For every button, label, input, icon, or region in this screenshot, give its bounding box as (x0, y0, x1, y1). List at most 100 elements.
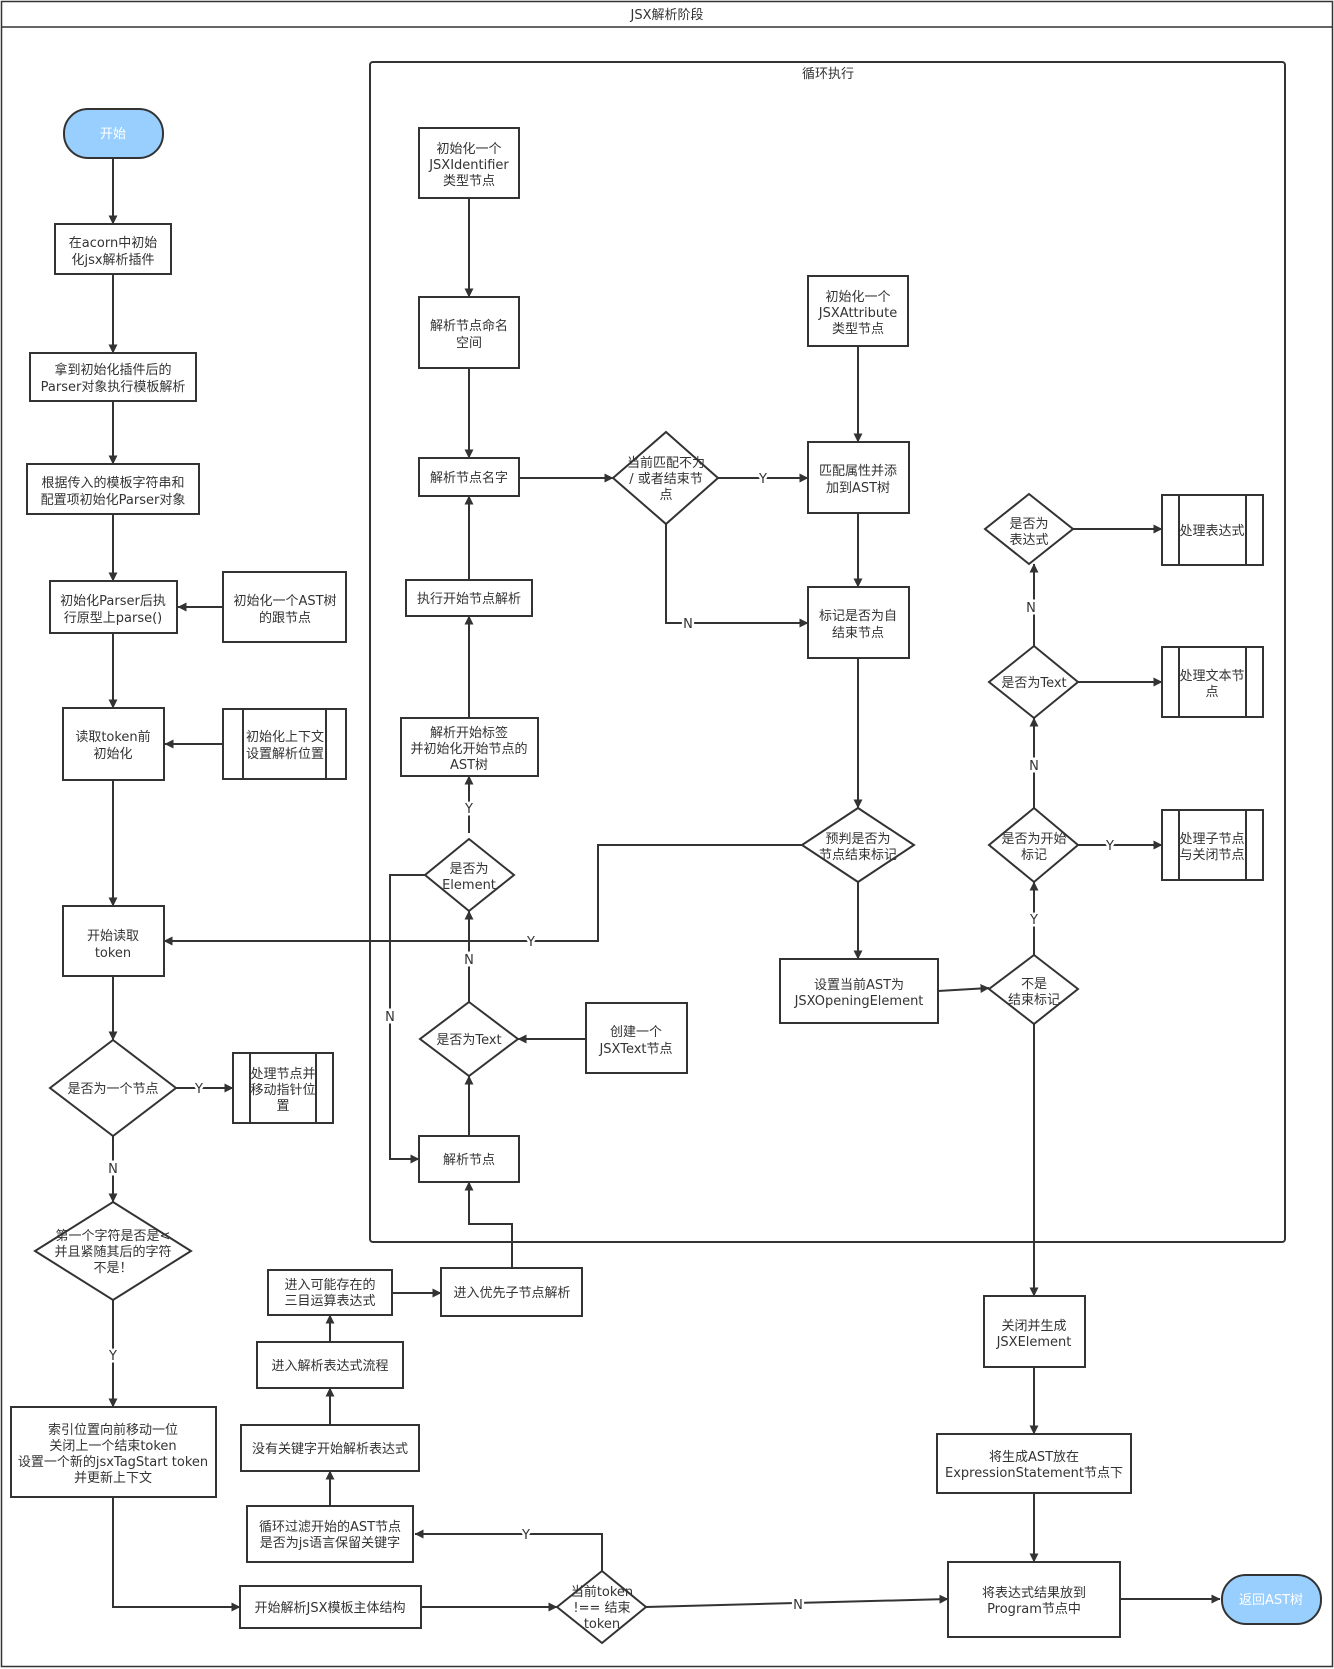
enter-expr-box: 进入解析表达式流程 (256, 1341, 404, 1389)
edges (108, 158, 1221, 1612)
handle-text-box: 处理文本节点 (1161, 646, 1264, 718)
edge-label-no: N (464, 953, 474, 968)
loop-filter-text: 循环过滤开始的AST节点是否为js语言保留关键字 (259, 1519, 401, 1551)
prejudge-end-decision: 预判是否为节点结束标记 (800, 806, 916, 884)
init-plugin-box: 在acorn中初始化jsx解析插件 (54, 223, 172, 275)
parse-proto-box: 初始化Parser后执行原型上parse() (49, 580, 178, 634)
edge-index-move-start-jsx (112, 1497, 241, 1612)
handle-text-text: 处理文本节点 (1179, 669, 1244, 700)
edge-label-yes: Y (521, 1528, 530, 1543)
mark-self-close-text: 标记是否为自结束节点 (819, 609, 897, 641)
parse-ns-box: 解析节点命名空间 (418, 296, 520, 369)
exec-start-box: 执行开始节点解析 (405, 579, 533, 617)
loop-frame (369, 61, 1286, 1243)
parse-node-text: 解析节点 (443, 1153, 495, 1168)
handle-child-close-box: 处理子节点与关闭节点 (1161, 809, 1264, 881)
handle-node-box: 处理节点并移动指针位置 (232, 1052, 334, 1124)
is-text-right-text: 是否为Text (1001, 676, 1066, 691)
first-char-text: 第一个字符是否是<并且紧随其后的字符不是！ (54, 1228, 171, 1276)
parse-ns-text: 解析节点命名空间 (430, 318, 508, 351)
start-terminal (63, 108, 164, 159)
return-ast-terminal (1221, 1574, 1322, 1625)
is-node-decision: 是否为一个节点 (48, 1038, 178, 1138)
edge-is-element-parse-node (389, 874, 425, 1164)
edge-labels: Y N Y Y N Y N N Y N Y Y Y N N (106, 470, 1117, 1616)
edge-label-no: N (683, 617, 693, 632)
edge-label-yes: Y (1105, 839, 1114, 854)
no-keyword-box: 没有关键字开始解析表达式 (240, 1424, 420, 1472)
edge-token-not-end-loop-filter (414, 1529, 603, 1571)
is-expr-text: 是否为表达式 (1009, 517, 1048, 548)
edge-label-yes: Y (464, 802, 473, 817)
edge-label-yes: Y (108, 1349, 117, 1364)
match-attr-box: 匹配属性并添加到AST树 (807, 441, 910, 514)
match-attr-text: 匹配属性并添加到AST树 (819, 464, 897, 496)
init-parser-box: 根据传入的模板字符串和配置项初始化Parser对象 (26, 463, 200, 515)
edge-label-yes: Y (526, 935, 535, 950)
edge-label-no: N (1029, 759, 1039, 774)
is-expr-decision: 是否为表达式 (983, 492, 1075, 566)
not-end-match-decision: 当前匹配不为/ 或者结束节点 (611, 430, 720, 526)
init-context-box: 初始化上下文设置解析位置 (222, 708, 347, 780)
not-end-tag-text: 不是结束标记 (1008, 977, 1060, 1008)
return-ast-label: 返回AST树 (1239, 1593, 1303, 1608)
prejudge-end-text: 预判是否为节点结束标记 (819, 832, 897, 863)
enter-expr-text: 进入解析表达式流程 (271, 1359, 388, 1374)
loop-filter-box: 循环过滤开始的AST节点是否为js语言保留关键字 (246, 1505, 414, 1563)
handle-expr-box: 处理表达式 (1161, 494, 1264, 566)
token-init-text: 读取token前初始化 (75, 729, 150, 762)
exec-start-text: 执行开始节点解析 (417, 592, 521, 607)
ternary-text: 进入可能存在的三目运算表达式 (284, 1277, 375, 1309)
edge-label-yes: Y (758, 472, 767, 487)
handle-expr-text: 处理表达式 (1179, 524, 1244, 539)
start-jsx-main-text: 开始解析JSX模板主体结构 (255, 1601, 406, 1616)
edge-label-no: N (793, 1598, 803, 1613)
init-plugin-text: 在acorn中初始化jsx解析插件 (69, 236, 157, 268)
parse-name-box: 解析节点名字 (418, 457, 520, 497)
is-start-tag-decision: 是否为开始标记 (987, 806, 1080, 884)
is-text-right-decision: 是否为Text (987, 644, 1080, 720)
is-node-text: 是否为一个节点 (67, 1082, 158, 1097)
is-text-left-text: 是否为Text (436, 1033, 501, 1048)
no-keyword-text: 没有关键字开始解析表达式 (252, 1442, 408, 1457)
mark-self-close-box: 标记是否为自结束节点 (807, 586, 910, 659)
edge-not-end-match-mark-self (665, 524, 809, 628)
edge-priority-parse-node (464, 1181, 513, 1268)
handle-node-text: 处理节点并移动指针位置 (250, 1067, 315, 1114)
edge-set-opening-not-end (937, 984, 990, 993)
not-end-tag-decision: 不是结束标记 (987, 953, 1080, 1026)
priority-child-text: 进入优先子节点解析 (453, 1286, 570, 1301)
not-end-match-text: 当前匹配不为/ 或者结束节点 (627, 455, 705, 503)
parse-proto-text: 初始化Parser后执行原型上parse() (60, 594, 166, 626)
start-label: 开始 (100, 127, 126, 142)
edge-prejudge-start-read (163, 844, 802, 946)
ternary-box: 进入可能存在的三目运算表达式 (267, 1269, 393, 1316)
priority-child-box: 进入优先子节点解析 (440, 1267, 583, 1317)
first-char-decision: 第一个字符是否是<并且紧随其后的字符不是！ (33, 1200, 193, 1302)
parse-name-text: 解析节点名字 (430, 470, 508, 486)
token-init-box: 读取token前初始化 (62, 707, 165, 781)
page-title: JSX解析阶段 (630, 8, 704, 23)
